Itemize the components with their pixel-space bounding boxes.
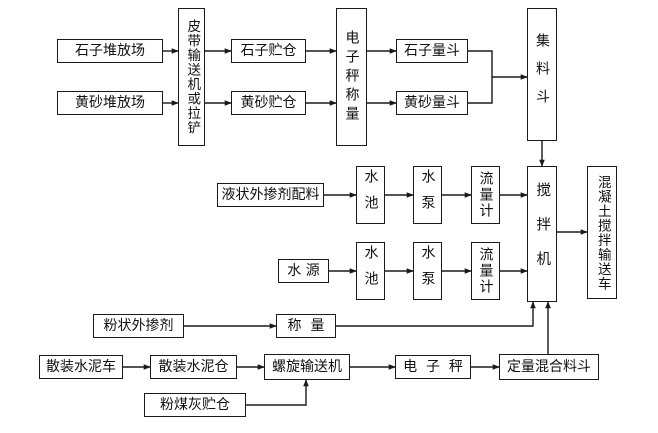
- powder-admix-box: 粉状外掺剂: [93, 314, 184, 338]
- truck-box: 混凝土搅拌输送车: [587, 166, 617, 299]
- mixer-box: 搅拌机: [527, 166, 557, 302]
- batch-hopper-box: 定量混合料斗: [499, 354, 599, 380]
- collect-hopper-box: 集料斗: [527, 8, 557, 141]
- sand-bin-box: 黄砂贮仓: [231, 91, 306, 115]
- arrow-weigh-to-mixer: [336, 301, 536, 327]
- weigh-box: 称 量: [276, 314, 336, 338]
- conveyor-box: 皮带输送机或拉铲: [178, 8, 205, 146]
- screw-conveyor-box: 螺旋输送机: [264, 354, 350, 380]
- line-sand-hopper-merge: [468, 77, 493, 104]
- water-source-box: 水 源: [278, 259, 329, 283]
- flowmeter-box-1: 流量计: [471, 166, 500, 224]
- e-scale-box: 电 子 秤: [395, 355, 471, 379]
- stone-yard-box: 石子堆放场: [57, 39, 163, 63]
- pool-box-1: 水池: [356, 166, 385, 224]
- stone-hopper-box: 石子量斗: [396, 39, 468, 63]
- pump-box-2: 水泵: [413, 242, 442, 300]
- sand-hopper-box: 黄砂量斗: [396, 91, 468, 115]
- sand-yard-box: 黄砂堆放场: [57, 91, 163, 115]
- scale-box: 电子秤称量: [336, 8, 367, 146]
- pump-box-1: 水泵: [413, 166, 442, 224]
- stone-bin-box: 石子贮仓: [231, 39, 306, 63]
- cement-bin-box: 散装水泥仓: [150, 355, 237, 379]
- flyash-bin-box: 粉煤灰贮仓: [144, 393, 246, 417]
- line-stone-hopper-merge: [468, 50, 493, 77]
- liquid-admix-box: 液状外掺剂配料: [217, 183, 324, 207]
- flowmeter-box-2: 流量计: [471, 242, 500, 300]
- cement-truck-box: 散装水泥车: [39, 355, 123, 379]
- arrow-flyash-to-screw: [246, 379, 309, 406]
- pool-box-2: 水池: [356, 242, 385, 300]
